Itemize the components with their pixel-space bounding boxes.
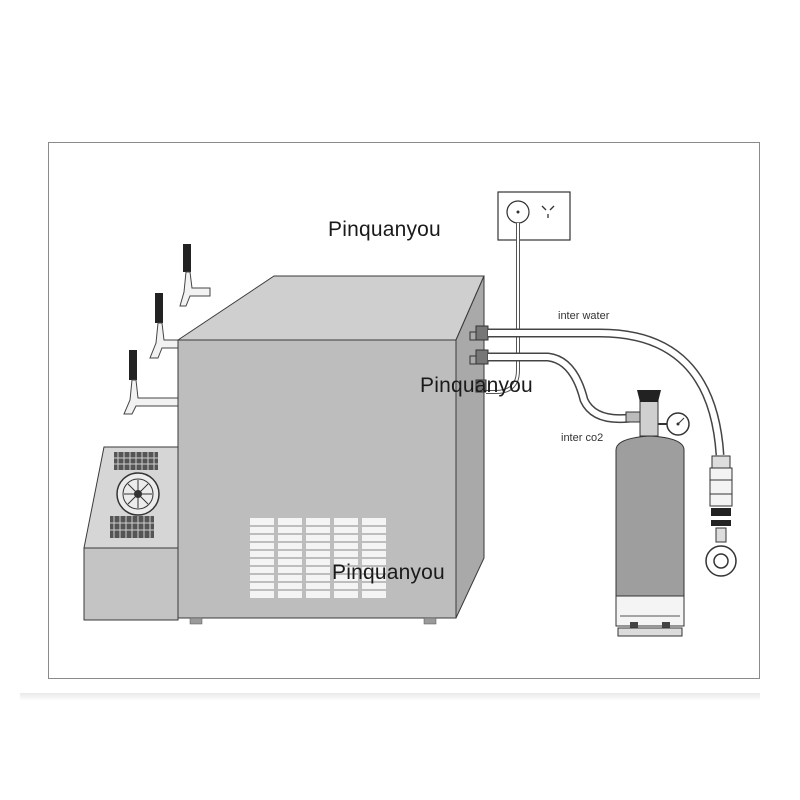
vent-grille-top	[114, 452, 158, 470]
vent-grille-bottom	[110, 516, 154, 538]
cooling-cabinet	[176, 275, 489, 625]
diagram-frame	[48, 142, 760, 679]
frame-shadow	[20, 693, 760, 701]
beer-tap-icon	[149, 293, 181, 359]
cabinet-foot	[189, 617, 203, 625]
compressor-unit	[83, 446, 191, 621]
co2-inlet-label: inter co2	[561, 432, 604, 444]
co2-hose	[488, 352, 631, 424]
water-hose-connector	[705, 455, 737, 577]
cabinet-foot	[423, 617, 437, 625]
front-vent-icon	[250, 518, 386, 598]
watermark-text: Pinquanyou	[332, 561, 445, 584]
pressure-regulator-icon	[625, 390, 690, 437]
watermark-text: Pinquanyou	[328, 218, 441, 241]
watermark-text: Pinquanyou	[420, 374, 533, 397]
fan-icon	[116, 472, 160, 516]
water-inlet-label: inter water	[558, 310, 610, 322]
inlet-connector-icon	[469, 325, 489, 393]
wall-socket-icon	[497, 191, 571, 241]
beer-tap-icon	[179, 244, 211, 307]
beer-tap-icon	[123, 350, 179, 415]
co2-cylinder	[615, 435, 685, 637]
water-hose	[488, 328, 725, 456]
